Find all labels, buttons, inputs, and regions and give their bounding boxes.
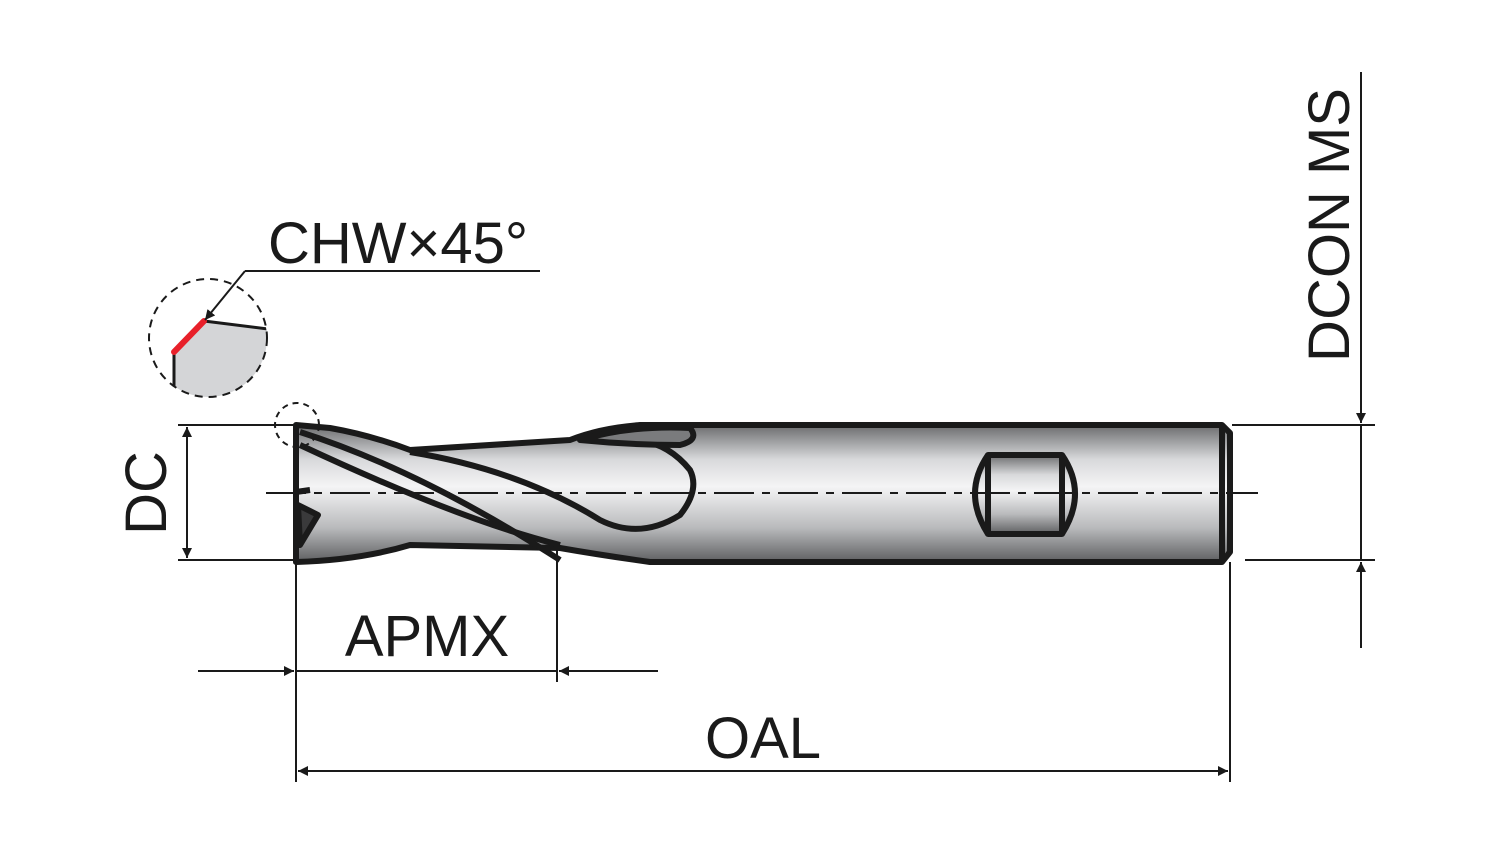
dcon-ms-label: DCON MS [1297, 88, 1362, 362]
apmx-dimension [198, 548, 658, 782]
dcon-ms-dimension [1232, 72, 1375, 648]
oal-dimension [298, 562, 1231, 782]
chamfer-detail [148, 270, 540, 398]
chamfer-label: CHW×45° [268, 211, 528, 276]
apmx-label: APMX [345, 604, 509, 669]
dc-label: DC [114, 451, 179, 535]
oal-label: OAL [705, 706, 821, 771]
dc-dimension [178, 424, 296, 561]
